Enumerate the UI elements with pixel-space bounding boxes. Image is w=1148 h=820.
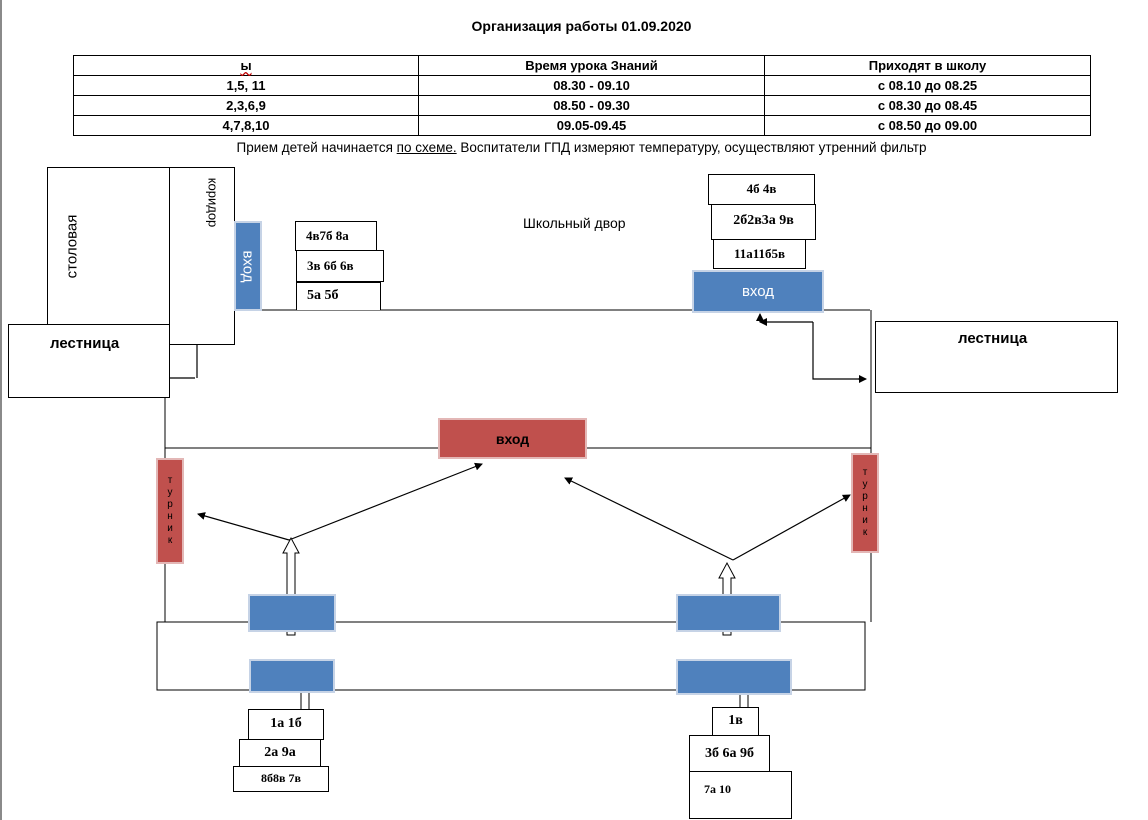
group-box [233,766,329,792]
group-label: 2а 9а [264,745,296,760]
yard-label: Школьный двор [523,215,626,231]
group-box [296,282,381,310]
table-cell: 4,7,8,10 [73,115,419,136]
entrance-center-label: вход [495,430,530,447]
group-label: 2б2в3а 9в [733,213,794,228]
group-box [239,739,321,767]
group-box [248,709,324,740]
group-label: 8б8в 7в [261,771,301,785]
table-row: 1,5, 11 08.30 - 09.10 с 08.10 до 08.25 [73,75,1091,96]
entrance-left: вход [234,221,262,311]
group-label: 1а 1б [270,716,302,731]
corridor-label: коридор [205,177,221,228]
entrance-right: вход [692,270,824,313]
gate-block [676,594,781,632]
turnik-right: турник [851,453,879,553]
stairs-left-label: лестница [50,335,120,352]
schedule-table: ы Время урока Знаний Приходят в школу 1,… [73,55,1091,136]
group-label: 4в7б 8а [306,228,349,243]
stairs-left-box [8,324,170,398]
canteen-label: столовая [63,214,81,279]
group-label: 7а 10 [704,782,731,796]
gate-block [249,659,335,693]
group-label: 3б 6а 9б [705,746,754,761]
group-box [708,174,815,205]
entrance-right-label: вход [741,283,775,300]
note-text: Прием детей начинается по схеме. Воспита… [236,140,927,155]
header-arrival: Приходят в школу [764,55,1091,76]
group-label: 1в [728,713,743,728]
turnik-right-label: турник [859,467,871,539]
table-cell: с 08.50 до 09.00 [764,115,1091,136]
group-label: 3в 6б 6в [307,258,354,273]
page-title: Организация работы 01.09.2020 [471,18,692,34]
table-header-row: ы Время урока Знаний Приходят в школу [73,55,1091,76]
group-label: 5а 5б [307,288,339,303]
scheme-link[interactable]: по схеме. [396,140,457,155]
group-label: 11а11б5в [733,246,786,261]
turnik-left: турник [156,458,184,564]
gate-block [248,594,336,632]
gate-block [676,659,792,695]
group-box [689,735,770,772]
turnik-left-label: турник [164,475,176,547]
corridor-box [169,167,235,345]
group-label: 4б 4в [746,181,777,196]
entrance-left-label: вход [239,249,257,283]
group-box [713,239,806,269]
table-row: 4,7,8,10 09.05-09.45 с 08.50 до 09.00 [73,115,1091,136]
group-box [689,771,792,819]
stairs-right-box [875,321,1118,393]
table-cell: 08.50 - 09.30 [418,95,765,116]
table-cell: 09.05-09.45 [418,115,765,136]
entrance-center: вход [438,418,587,459]
group-box [711,204,816,240]
group-box [296,250,384,282]
stairs-right-label: лестница [958,330,1028,347]
window-edge [0,0,2,820]
